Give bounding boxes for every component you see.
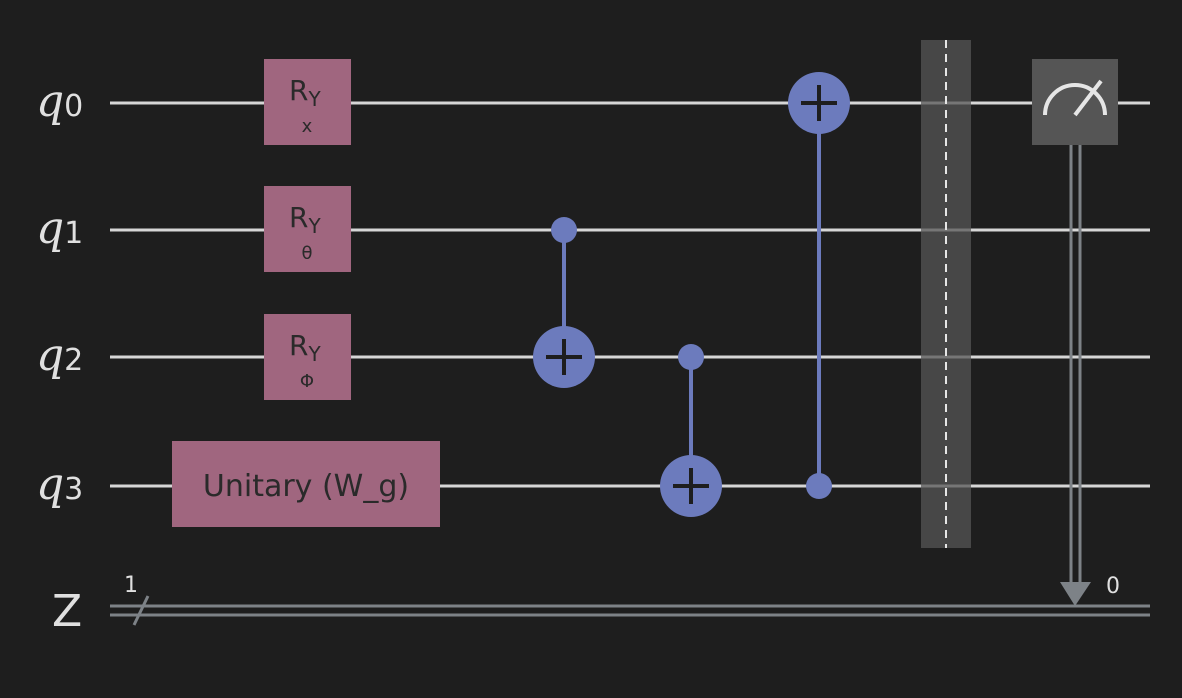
svg-text:RY: RY bbox=[289, 329, 321, 366]
ry-gate-q0[interactable]: RY x bbox=[264, 59, 351, 145]
bundle-slash bbox=[132, 595, 150, 626]
measure-arrow-icon bbox=[1060, 582, 1091, 606]
ry-gate-q2[interactable]: RY Φ bbox=[264, 314, 351, 400]
svg-text:Unitary (W_g): Unitary (W_g) bbox=[203, 469, 409, 504]
cnot-q3-q0[interactable] bbox=[788, 72, 850, 499]
measure-bit-label: 0 bbox=[1106, 574, 1120, 599]
svg-text:θ: θ bbox=[301, 243, 312, 264]
unitary-gate-q3[interactable]: Unitary (W_g) bbox=[172, 441, 440, 527]
cnot-q1-q2[interactable] bbox=[533, 217, 595, 388]
qubit-label-q2: q2 bbox=[36, 330, 83, 381]
qubit-label-q3: q3 bbox=[36, 459, 83, 510]
svg-text:Φ: Φ bbox=[300, 371, 314, 392]
measure-gate-q0[interactable] bbox=[1032, 59, 1118, 606]
qubit-labels: q0 q1 q2 q3 Z bbox=[36, 76, 83, 637]
qubit-label-q1: q1 bbox=[36, 203, 83, 254]
quantum-wires bbox=[110, 101, 1150, 488]
control-dot-icon bbox=[551, 217, 577, 243]
meter-icon bbox=[1043, 79, 1107, 117]
barrier bbox=[921, 40, 971, 548]
classical-wire: 1 0 bbox=[110, 573, 1150, 626]
ry-gate-q1[interactable]: RY θ bbox=[264, 186, 351, 272]
qubit-label-q0: q0 bbox=[36, 76, 83, 127]
svg-text:RY: RY bbox=[289, 74, 321, 111]
classical-register-label: Z bbox=[52, 586, 82, 637]
svg-text:x: x bbox=[302, 116, 313, 137]
svg-text:RY: RY bbox=[289, 201, 321, 238]
control-dot-icon bbox=[806, 473, 832, 499]
register-size-label: 1 bbox=[124, 573, 138, 598]
cnot-q2-q3[interactable] bbox=[660, 344, 722, 517]
control-dot-icon bbox=[678, 344, 704, 370]
